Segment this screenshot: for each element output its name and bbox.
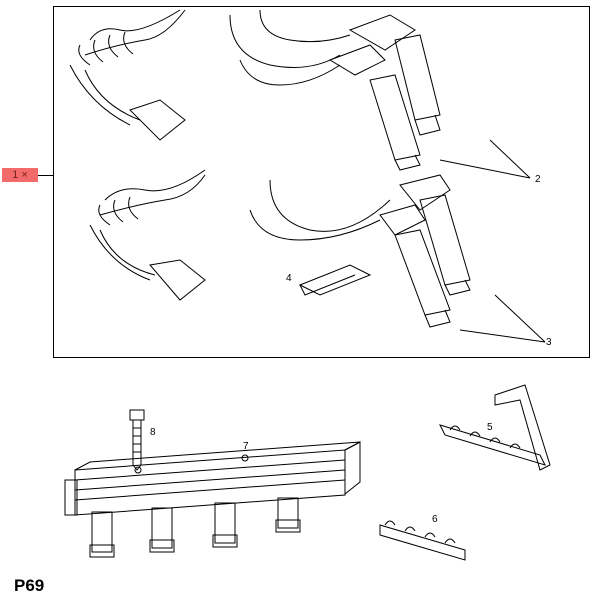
ignition-cable-upper xyxy=(69,9,441,171)
callout-4: 4 xyxy=(286,273,292,284)
callout-5: 5 xyxy=(487,422,493,433)
cable-holder-5 xyxy=(439,384,551,471)
leader-2b xyxy=(489,139,531,179)
leader-line xyxy=(38,175,53,176)
leader-2a xyxy=(439,159,531,179)
callout-7: 7 xyxy=(243,441,249,452)
leader-3a xyxy=(459,329,546,343)
page-code: P69 xyxy=(14,576,45,595)
ignition-cable-set-frame xyxy=(53,6,590,358)
callout-6: 6 xyxy=(432,514,438,525)
bolt xyxy=(129,409,145,471)
ignition-module xyxy=(64,441,361,558)
ignition-cable-lower xyxy=(89,169,471,328)
callout-8: 8 xyxy=(150,427,156,438)
callout-3: 3 xyxy=(546,337,552,348)
callout-2: 2 xyxy=(535,174,541,185)
cable-holder-6 xyxy=(379,520,466,561)
leader-3b xyxy=(494,294,546,343)
quantity-badge[interactable]: 1 × xyxy=(2,168,38,182)
cable-clip xyxy=(298,264,372,296)
